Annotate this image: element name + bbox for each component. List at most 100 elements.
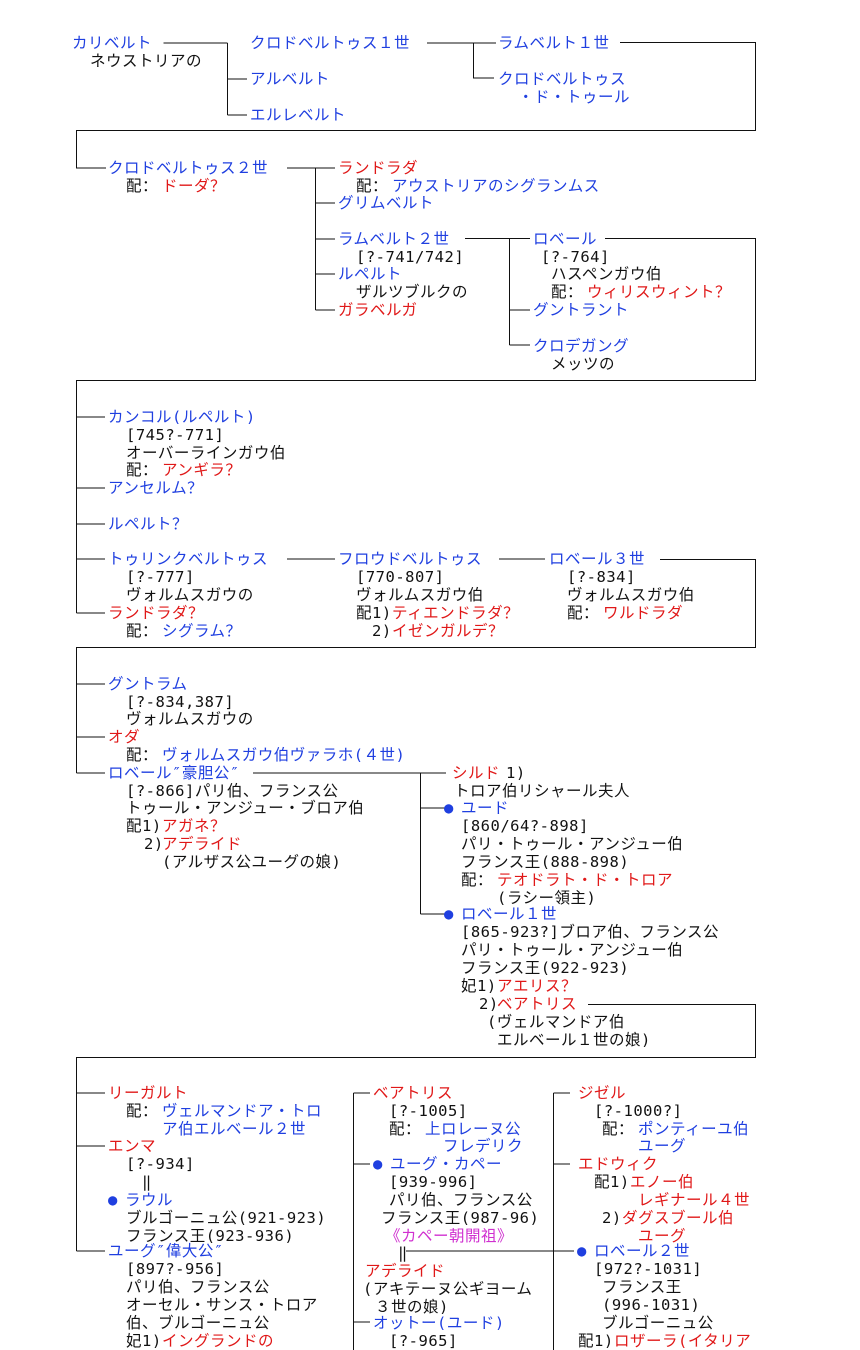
spouse-warrach[interactable]: ヴォルムスガウ伯ヴァラホ(４世) [162, 746, 406, 764]
person-hugh-the-great[interactable]: ユーグ″偉大公″ [108, 1242, 224, 1260]
person-dates: [?-834,387] [126, 693, 235, 711]
spouse-sigram[interactable]: シグラム？ [162, 622, 242, 640]
person-robert-the-strong[interactable]: ロベール″豪胆公″ [108, 764, 240, 782]
person-robert-1[interactable]: ロベール１世 [461, 905, 558, 923]
person-landrada-q[interactable]: ランドラダ？ [108, 604, 205, 622]
spouse-england[interactable]: イングランドの [162, 1332, 275, 1350]
person-rupert[interactable]: ルペルト [338, 265, 403, 283]
spouse-waldrada[interactable]: ワルドラダ [603, 604, 684, 622]
person-gisele[interactable]: ジゼル [578, 1084, 627, 1102]
person-note: エルベール１世の娘) [497, 1031, 651, 1049]
spouse-angila[interactable]: アンギラ？ [162, 461, 242, 479]
person-guntrant[interactable]: グントラント [533, 301, 630, 319]
person-dates: [?-1005] [389, 1102, 468, 1120]
person-note: ネウストリアの [90, 52, 203, 70]
king-marker-icon: ● [577, 1242, 587, 1260]
person-emma[interactable]: エンマ [108, 1137, 157, 1155]
spouse-frederick-cont[interactable]: フレデリク [443, 1137, 524, 1155]
person-title: フランス王(923-936) [126, 1227, 295, 1245]
person-title: (996-1031) [602, 1296, 701, 1314]
spouse-agane[interactable]: アガネ？ [162, 817, 227, 835]
person-lambert-1[interactable]: ラムベルト１世 [498, 34, 610, 52]
person-chrodegang[interactable]: クロデガング [533, 337, 630, 355]
mother-marker: 1) [506, 764, 526, 782]
spouse-herbert-2-cont[interactable]: ア伯エルベール２世 [162, 1120, 307, 1138]
spouse-label: 配： [551, 283, 584, 301]
spouse-ponthieu[interactable]: ポンティーユ伯 [638, 1120, 750, 1138]
person-dates: [?-834] [567, 568, 636, 586]
person-rigard[interactable]: リーガルト [108, 1084, 189, 1102]
person-dates: [?-1000?] [594, 1102, 683, 1120]
person-dates: [770-807] [356, 568, 445, 586]
spouse-rozala[interactable]: ロザーラ(イタリア [614, 1332, 752, 1350]
person-ellebert[interactable]: エルレベルト [250, 106, 347, 124]
person-robert-3[interactable]: ロベール３世 [549, 550, 646, 568]
person-hrodbert[interactable]: フロウドベルトゥス [338, 550, 483, 568]
person-albert[interactable]: アルベルト [250, 70, 330, 88]
person-thuringbert[interactable]: トゥリンクベルトゥス [108, 550, 269, 568]
spouse-thiendrada[interactable]: ティエンドラダ？ [392, 604, 520, 622]
king-marker-icon: ● [444, 799, 454, 817]
dynasty-founder-label: 《カペー朝開祖》 [385, 1227, 514, 1245]
person-dates: [745?-771] [126, 426, 225, 444]
spouse-beatrice[interactable]: ベアトリス [497, 995, 578, 1013]
spouse-label: 妃1) [126, 1332, 162, 1350]
person-title: トゥール・アンジュー・ブロア伯 [126, 799, 365, 817]
person-karibert[interactable]: カリベルト [72, 34, 153, 52]
spouse-doda[interactable]: ドーダ？ [162, 177, 227, 195]
spouse-dagsburg-hugh[interactable]: ユーグ [638, 1227, 687, 1245]
spouse-williswind[interactable]: ウィリスウィント？ [587, 283, 732, 301]
spouse-aelis[interactable]: アエリス？ [497, 977, 578, 995]
person-title: フランス王(888-898) [461, 853, 630, 871]
spouse-label: 妃1) [461, 977, 497, 995]
spouse-ponthieu-cont[interactable]: ユーグ [638, 1137, 687, 1155]
person-title: ハスペンガウ伯 [551, 265, 662, 283]
spouse-reginar-4[interactable]: レギナール４世 [638, 1191, 751, 1209]
spouse-frederick[interactable]: 上ロレーヌ公 [425, 1120, 522, 1138]
person-title: 伯、ブルゴーニュ公 [126, 1314, 270, 1332]
king-marker-icon: ● [373, 1155, 383, 1173]
spouse-label: 2) [479, 995, 499, 1013]
person-guntram[interactable]: グントラム [108, 675, 188, 693]
spouse-isengarde[interactable]: イゼンガルデ？ [392, 622, 505, 640]
person-childe[interactable]: シルド [452, 764, 501, 782]
person-anselm[interactable]: アンセルム？ [108, 479, 204, 497]
spouse-herbert-2[interactable]: ヴェルマンドア・トロ [162, 1102, 323, 1120]
person-title: パリ伯、フランス公 [389, 1191, 533, 1209]
person-note: ３世の娘) [375, 1298, 449, 1316]
person-dates: [939-996] [389, 1173, 478, 1191]
person-hugh-capet[interactable]: ユーグ・カペー [390, 1155, 503, 1173]
person-garabelga[interactable]: ガラベルガ [338, 301, 418, 319]
person-rudolf[interactable]: ラウル [125, 1191, 174, 1209]
spouse-label: 配1) [578, 1332, 614, 1350]
spouse-theodrada[interactable]: テオドラト・ド・トロア [497, 871, 674, 889]
person-note: ヴォルムスガウの [126, 586, 254, 604]
spouse-sigramnus[interactable]: アウストリアのシグランムス [392, 177, 600, 195]
person-chlodobert-tours[interactable]: クロドベルトゥス [498, 70, 627, 88]
person-chlodobert-1[interactable]: クロドベルトゥス１世 [250, 34, 411, 52]
spouse-adelaide[interactable]: アデライド [162, 835, 243, 853]
person-chlodobert-tours-suffix[interactable]: ・ド・トゥール [518, 88, 631, 106]
person-rupert-q[interactable]: ルペルト？ [108, 515, 189, 533]
person-dates: [?-934] [126, 1155, 195, 1173]
spouse-dagsburg[interactable]: ダグスブール伯 [622, 1209, 735, 1227]
person-landrada[interactable]: ランドラダ [338, 159, 419, 177]
person-otto[interactable]: オットー(ユード) [373, 1314, 505, 1332]
person-hedwig[interactable]: エドウィク [578, 1155, 659, 1173]
person-grimbert[interactable]: グリムベルト [338, 194, 435, 212]
person-robert-2[interactable]: ロベール２世 [594, 1242, 691, 1260]
spouse-hainaut[interactable]: エノー伯 [630, 1173, 695, 1191]
person-robert[interactable]: ロベール [533, 230, 598, 248]
person-cancor[interactable]: カンコル(ルペルト) [108, 408, 256, 426]
person-dates: [?-764] [541, 248, 610, 266]
person-beatrice[interactable]: ベアトリス [373, 1084, 454, 1102]
person-eudes[interactable]: ユード [461, 799, 510, 817]
spouse-label: 配： [126, 746, 159, 764]
person-oda[interactable]: オダ [108, 728, 141, 746]
person-adelaide[interactable]: アデライド [365, 1262, 446, 1280]
spouse-label: 配： [567, 604, 600, 622]
person-note: ザルツブルクの [356, 283, 469, 301]
person-lambert-2[interactable]: ラムベルト２世 [338, 230, 450, 248]
person-chlodobert-2[interactable]: クロドベルトゥス２世 [108, 159, 269, 177]
